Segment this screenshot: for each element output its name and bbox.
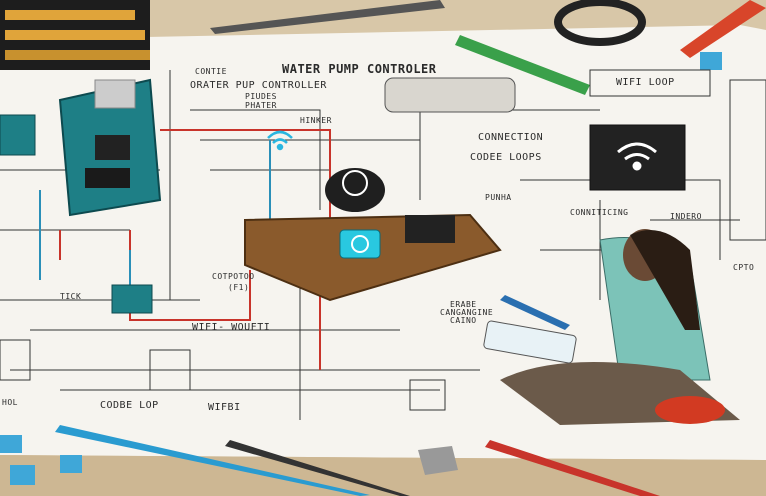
sensor-board	[0, 114, 36, 156]
person-figure	[483, 229, 740, 425]
usb-port	[94, 79, 136, 109]
small-module	[111, 284, 153, 314]
header-pins	[5, 10, 150, 60]
label-punha: PUNHA	[485, 193, 512, 202]
blue-block	[60, 455, 82, 473]
label-sub3: PIUDES	[245, 92, 277, 101]
dome-button	[325, 168, 385, 212]
label-title: WATER PUMP CONTROLER	[282, 62, 437, 76]
main-chip	[405, 215, 455, 243]
label-cpto: CPTO	[733, 263, 755, 272]
label-erabe: ERABE	[450, 300, 477, 309]
blue-block	[700, 52, 722, 70]
metal-clip	[418, 446, 458, 475]
red-pencil	[680, 0, 766, 58]
label-f1: (F1)	[228, 283, 250, 292]
black-pen	[225, 440, 410, 496]
label-wifi-loop: WIFI LOOP	[616, 77, 675, 88]
blue-block	[0, 435, 22, 453]
wifi-icon	[617, 142, 657, 171]
chip	[95, 135, 130, 160]
label-hinker: HINKER	[300, 116, 332, 125]
label-sub1: CONTIE	[195, 67, 227, 76]
label-cotpotoo: COTPOTOO	[212, 272, 255, 281]
label-codbe-lop: CODBE LOP	[100, 400, 159, 411]
wifi-icon	[267, 130, 293, 151]
ring-icon	[554, 0, 646, 46]
label-hol: HOL	[2, 398, 18, 407]
label-sub2: ORATER PUP CONTROLLER	[190, 80, 327, 91]
green-marker	[455, 35, 590, 95]
pencil-icon	[210, 0, 445, 34]
label-indero: INDERO	[670, 212, 702, 221]
wifi-chip	[589, 124, 686, 191]
label-code-loops: CODEE LOOPS	[470, 152, 542, 163]
label-sub4: PHATER	[245, 101, 277, 110]
stylus	[500, 295, 570, 330]
blue-pencil	[55, 425, 370, 496]
label-connection: CONNECTION	[478, 132, 544, 143]
label-tick: TICK	[60, 292, 82, 301]
desk-bottom	[0, 455, 766, 496]
label-connecting: CONNITICING	[570, 208, 629, 217]
label-caino: CAINO	[450, 316, 477, 325]
red-pen	[485, 440, 660, 496]
label-wifbi: WIFBI	[208, 402, 241, 413]
blue-block	[10, 465, 35, 485]
label-wifi-wouft: WIFI- WOUFTI	[192, 322, 271, 333]
label-canging: CANGANGINE	[440, 308, 494, 317]
pump-component	[384, 77, 516, 113]
spiral-logo-icon	[339, 229, 381, 259]
chip	[85, 168, 130, 188]
tablet	[483, 320, 577, 364]
